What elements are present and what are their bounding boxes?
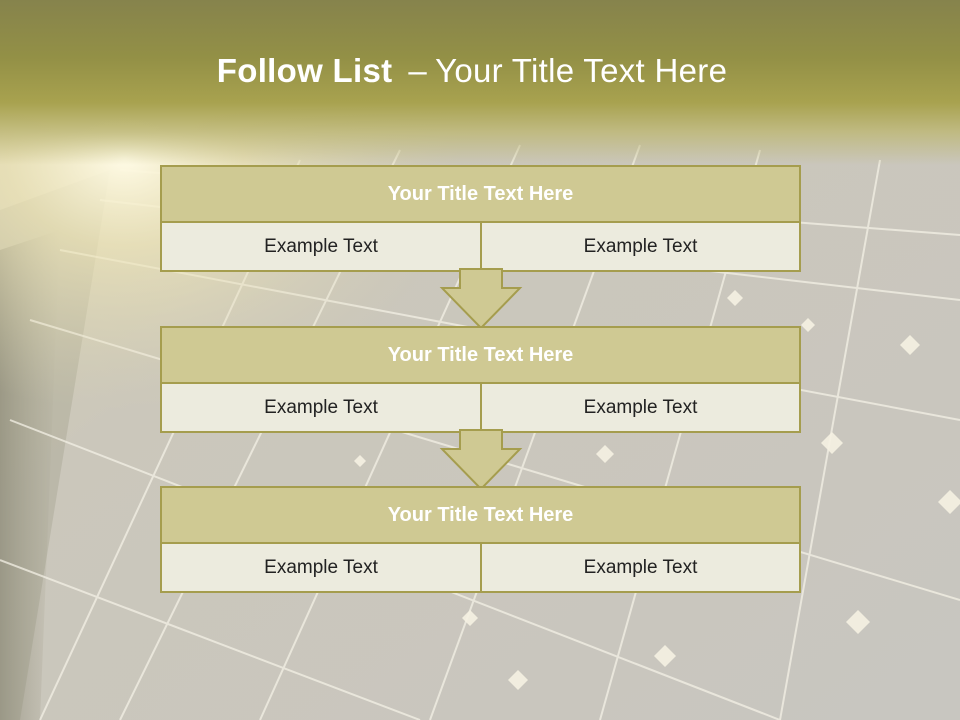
step-right-text: Example Text bbox=[480, 542, 801, 593]
header-band bbox=[0, 0, 960, 165]
title-separator: – bbox=[408, 52, 428, 89]
step-title: Your Title Text Here bbox=[160, 326, 801, 384]
down-arrow-icon bbox=[439, 429, 523, 491]
slide-title: Follow List–Your Title Text Here bbox=[0, 52, 944, 90]
step-right-text: Example Text bbox=[480, 221, 801, 272]
step-title: Your Title Text Here bbox=[160, 165, 801, 223]
step-left-text: Example Text bbox=[160, 382, 482, 433]
step-right-text: Example Text bbox=[480, 382, 801, 433]
step-title: Your Title Text Here bbox=[160, 486, 801, 544]
title-main: Follow List bbox=[216, 52, 393, 89]
title-subtitle: Your Title Text Here bbox=[435, 52, 728, 89]
step-left-text: Example Text bbox=[160, 221, 482, 272]
down-arrow-icon bbox=[439, 268, 523, 330]
step-left-text: Example Text bbox=[160, 542, 482, 593]
